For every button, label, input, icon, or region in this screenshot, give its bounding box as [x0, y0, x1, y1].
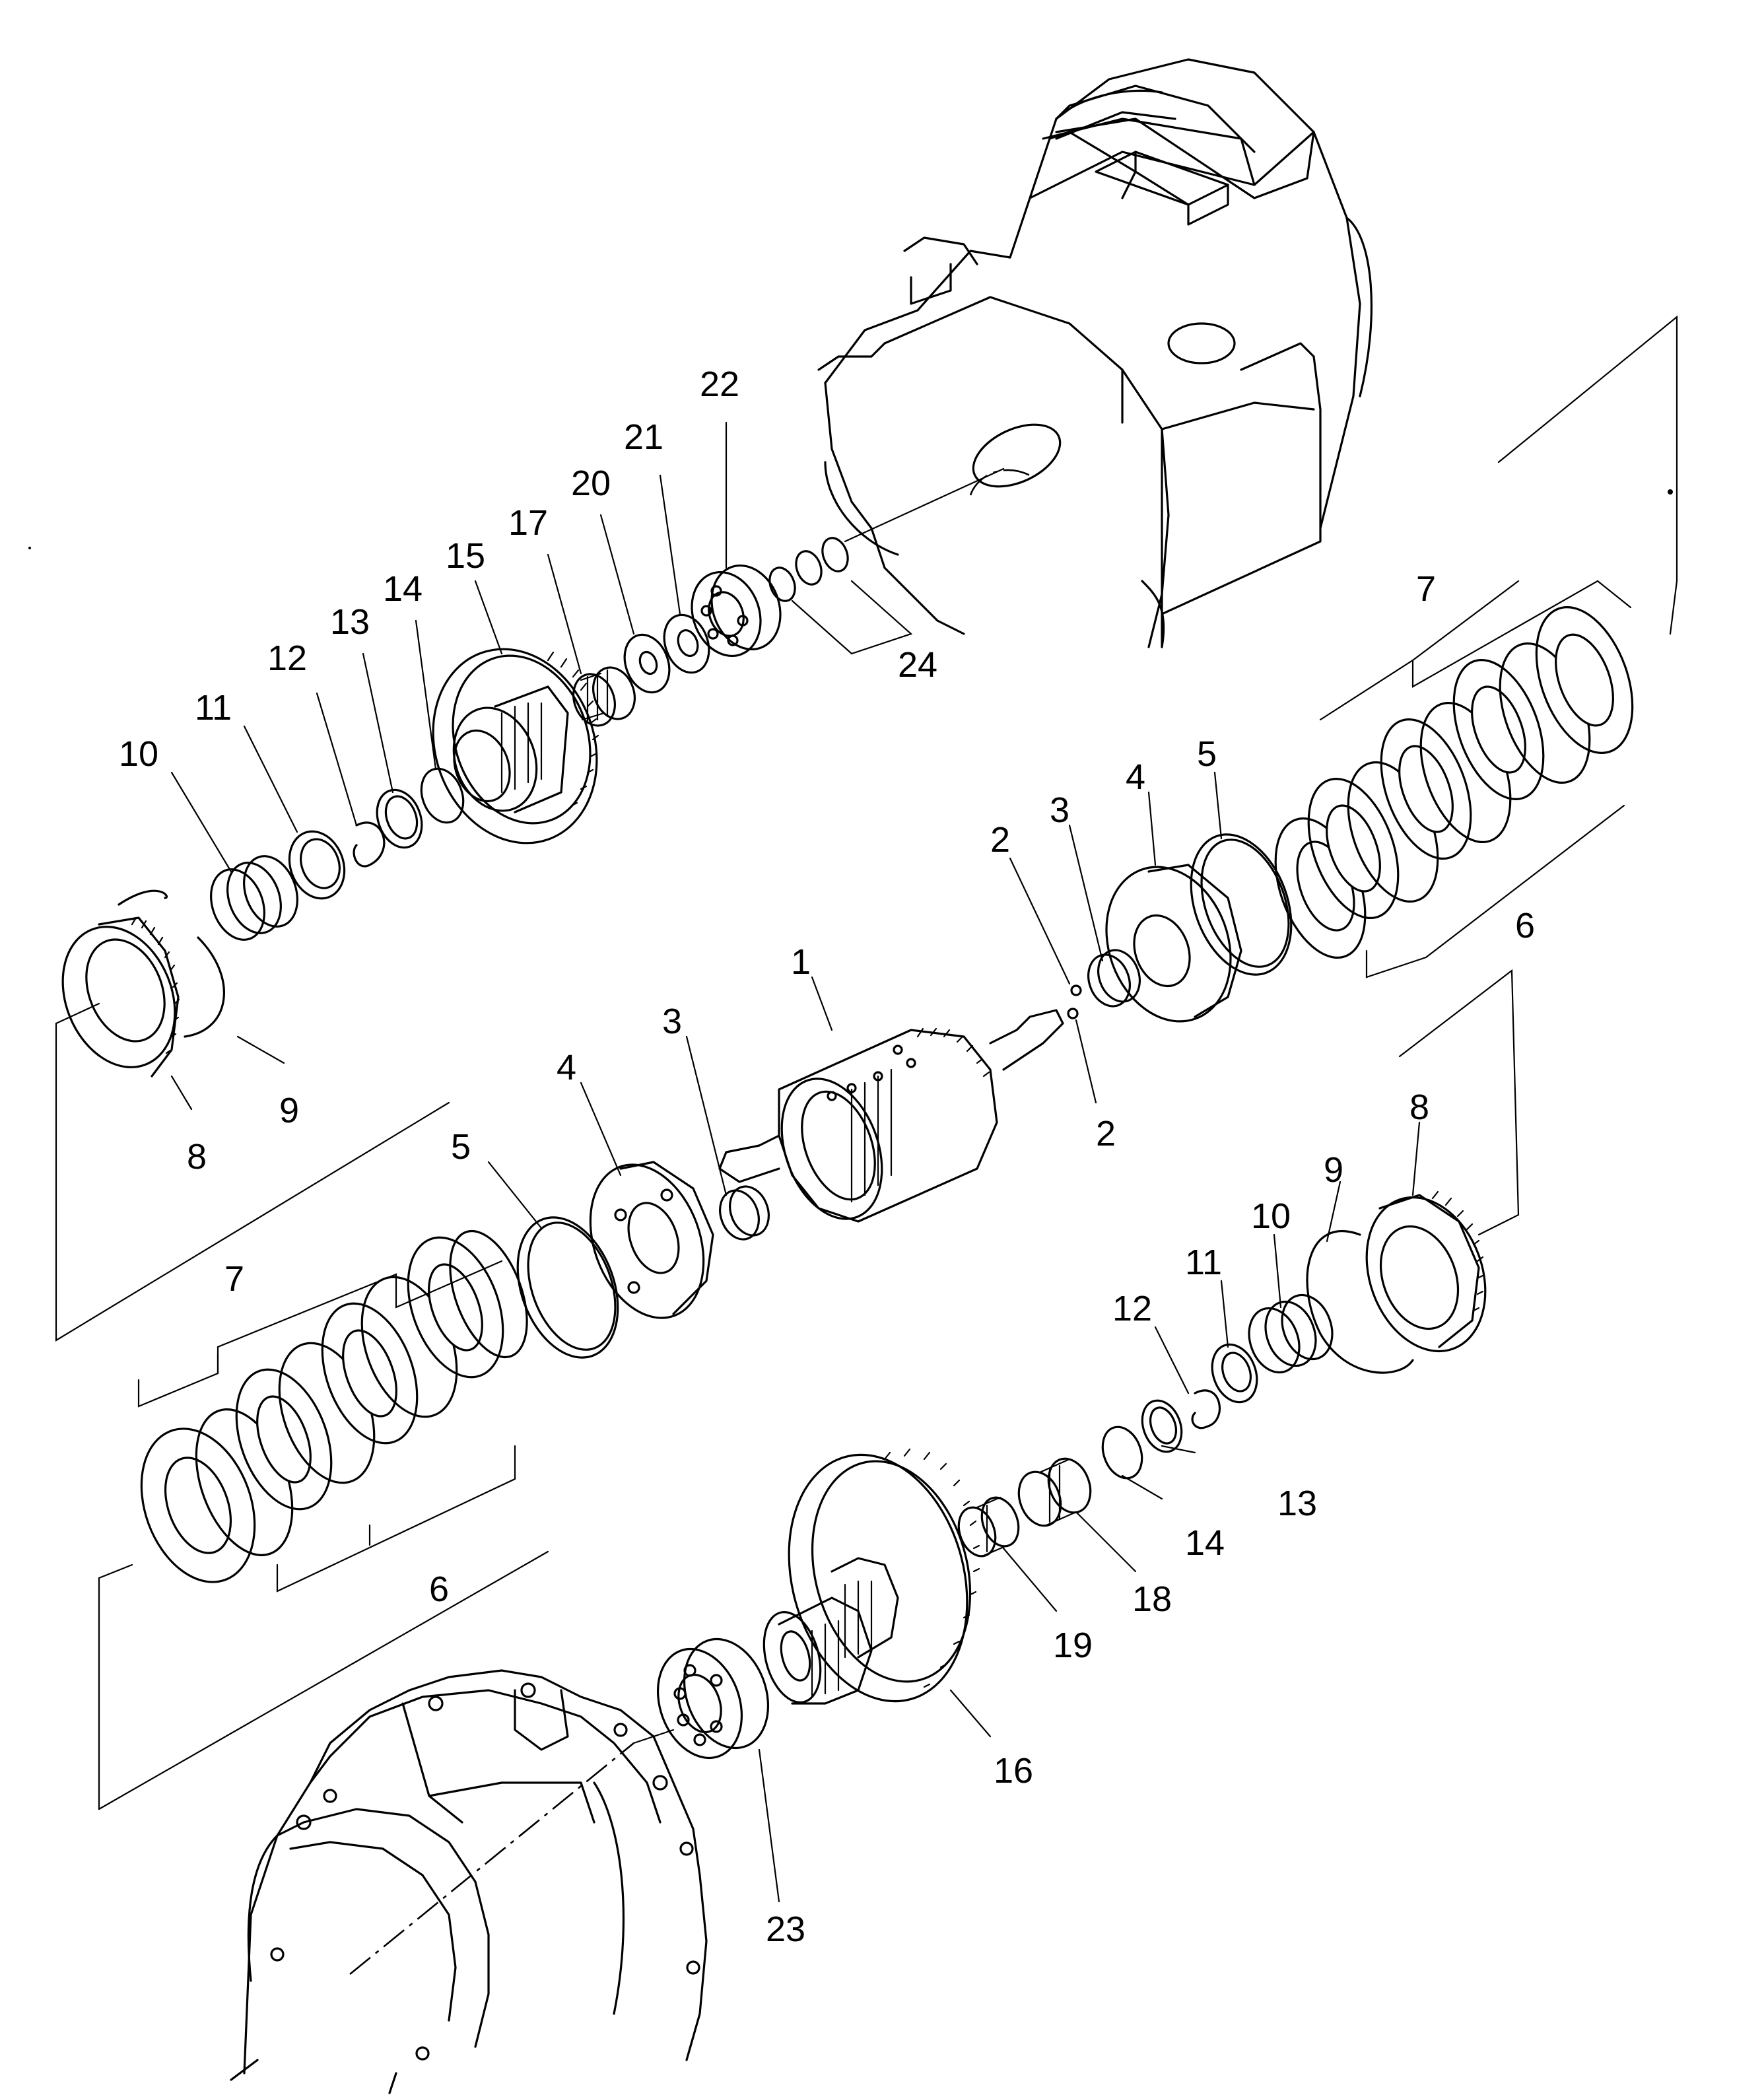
part-5-left-oring [516, 1216, 619, 1359]
callout-5-right: 5 [1197, 734, 1217, 774]
callout-labels: 1 2 2 3 3 4 4 5 5 6 6 7 7 8 8 9 9 10 10 … [119, 364, 1535, 1949]
callout-8-lower: 8 [1409, 1087, 1429, 1127]
part-4-left-piston [589, 1161, 714, 1319]
callout-24: 24 [898, 645, 937, 685]
callout-4-left: 4 [557, 1048, 576, 1087]
part-14-upper [420, 767, 465, 824]
callout-22: 22 [700, 364, 739, 404]
callout-18: 18 [1132, 1579, 1172, 1619]
transmission-case-lower [230, 1669, 708, 2094]
clutch-pack-upper-right [1274, 580, 1634, 979]
callout-1: 1 [791, 942, 811, 982]
part-10-lower-spring [1248, 1293, 1334, 1374]
callout-20: 20 [571, 464, 611, 503]
callout-23: 23 [766, 1909, 805, 1949]
part-5-right-oring [1190, 833, 1293, 976]
callout-9-upper: 9 [279, 1091, 299, 1130]
callout-15: 15 [446, 536, 485, 576]
callout-2-lower: 2 [1096, 1114, 1116, 1153]
part-12-lower [1191, 1389, 1221, 1429]
callout-7-right: 7 [1416, 569, 1436, 609]
part-21-washer [663, 613, 710, 674]
callout-6-right: 6 [1515, 906, 1535, 945]
part-8-upper [61, 916, 180, 1078]
part-4-right-piston [1105, 864, 1242, 1023]
callout-12-lower: 12 [1112, 1289, 1152, 1328]
callout-4-right: 4 [1126, 757, 1145, 797]
callout-2-upper: 2 [990, 820, 1010, 860]
part-16-gear [763, 1448, 980, 1705]
part-18-bearing [1017, 1457, 1092, 1527]
part-13-upper [376, 788, 423, 849]
part-11-upper [288, 830, 346, 900]
callout-10-upper: 10 [119, 734, 158, 774]
callout-3-right: 3 [1050, 790, 1069, 830]
callout-13-upper: 13 [330, 602, 370, 642]
part-1-clutch-drum [718, 1009, 1064, 1223]
part-12-upper [353, 821, 386, 868]
callout-21: 21 [624, 417, 663, 457]
callout-12-upper: 12 [267, 638, 307, 678]
part-10-upper-spring [210, 855, 298, 941]
callout-3-left: 3 [662, 1002, 682, 1041]
part-14-lower [1101, 1425, 1143, 1480]
part-24-rings [768, 537, 849, 602]
scan-speck [28, 547, 31, 549]
transmission-case-upper [817, 58, 1373, 648]
part-15-gear [432, 648, 599, 844]
callout-11-upper: 11 [195, 688, 232, 728]
leader-lines [170, 421, 1421, 1903]
part-8-lower [1365, 1190, 1487, 1353]
callout-13-lower: 13 [1277, 1484, 1317, 1523]
callout-7-left: 7 [224, 1259, 244, 1299]
part-11-lower [1211, 1343, 1258, 1404]
part-23-ball-bearing [656, 1637, 770, 1760]
part-2-balls [1067, 984, 1082, 1019]
part-17-bearing [572, 666, 636, 727]
callout-11-lower: 11 [1185, 1243, 1222, 1282]
clutch-pack-lower-left [137, 1229, 528, 1593]
part-3-left-ring [719, 1185, 770, 1241]
callout-14-lower: 14 [1185, 1523, 1225, 1563]
part-19-bearing [957, 1496, 1020, 1558]
callout-9-lower: 9 [1324, 1150, 1343, 1190]
callout-16: 16 [994, 1751, 1033, 1791]
part-9-upper-snapring [118, 889, 225, 1038]
part-3-right-ring [1087, 949, 1141, 1008]
callout-17: 17 [508, 503, 548, 543]
part-9-lower-snapring [1306, 1229, 1414, 1374]
callout-19: 19 [1053, 1626, 1093, 1665]
assembly-lines [55, 315, 1678, 1975]
callout-8-upper: 8 [187, 1137, 207, 1177]
part-13-lower [1141, 1399, 1183, 1453]
scan-speck [1668, 489, 1673, 495]
callout-10-lower: 10 [1251, 1196, 1291, 1236]
callout-5-left: 5 [451, 1127, 471, 1167]
callout-14-upper: 14 [383, 569, 423, 609]
callout-6-left: 6 [429, 1569, 449, 1609]
part-20-washer [623, 633, 671, 694]
